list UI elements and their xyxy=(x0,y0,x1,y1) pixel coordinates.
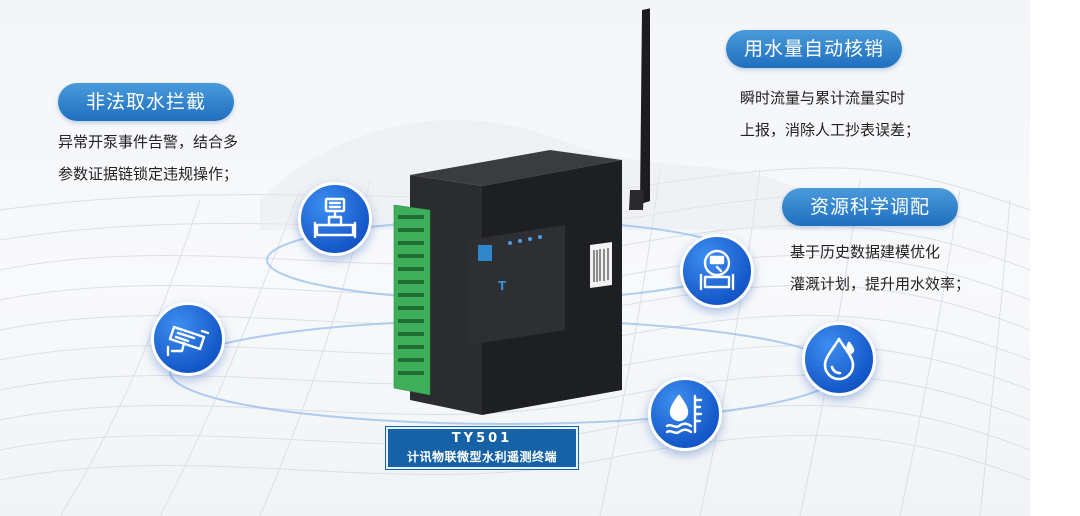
product-banner: TY501 计讯物联微型水利遥测终端 xyxy=(386,427,578,469)
svg-text:T: T xyxy=(498,279,507,293)
feature-desc-resource-allocation: 基于历史数据建模优化 灌溉计划，提升用水效率； xyxy=(790,236,970,300)
feature-title-resource-allocation: 资源科学调配 xyxy=(782,188,958,226)
product-model: TY501 xyxy=(451,431,513,446)
feature-desc-auto-verify: 瞬时流量与累计流量实时 上报，消除人工抄表误差； xyxy=(740,82,920,146)
desc-line: 异常开泵事件告警，结合多 xyxy=(58,133,239,151)
desc-line: 瞬时流量与累计流量实时 xyxy=(740,89,906,107)
water-level-gauge-icon xyxy=(648,377,722,451)
desc-line: 基于历史数据建模优化 xyxy=(790,243,941,261)
desc-line: 参数证据链锁定违规操作； xyxy=(58,165,239,183)
water-drop-icon xyxy=(802,322,876,396)
product-name: 计讯物联微型水利遥测终端 xyxy=(406,450,557,464)
flow-meter-icon xyxy=(680,234,754,308)
feature-title-auto-verify: 用水量自动核销 xyxy=(726,30,902,68)
telemetry-terminal-device: T xyxy=(393,8,650,415)
surveillance-camera-icon xyxy=(151,302,225,376)
hero-stage: T 非法取水拦截 异常开泵事件告警，结合多 参数证据链锁定违规操作； 用水量自动… xyxy=(0,0,1030,516)
desc-line: 上报，消除人工抄表误差； xyxy=(740,121,921,139)
water-pump-valve-icon xyxy=(298,182,372,256)
feature-title-illegal-intercept: 非法取水拦截 xyxy=(58,83,234,121)
feature-desc-illegal-intercept: 异常开泵事件告警，结合多 参数证据链锁定违规操作； xyxy=(58,126,238,190)
desc-line: 灌溉计划，提升用水效率； xyxy=(790,275,971,293)
